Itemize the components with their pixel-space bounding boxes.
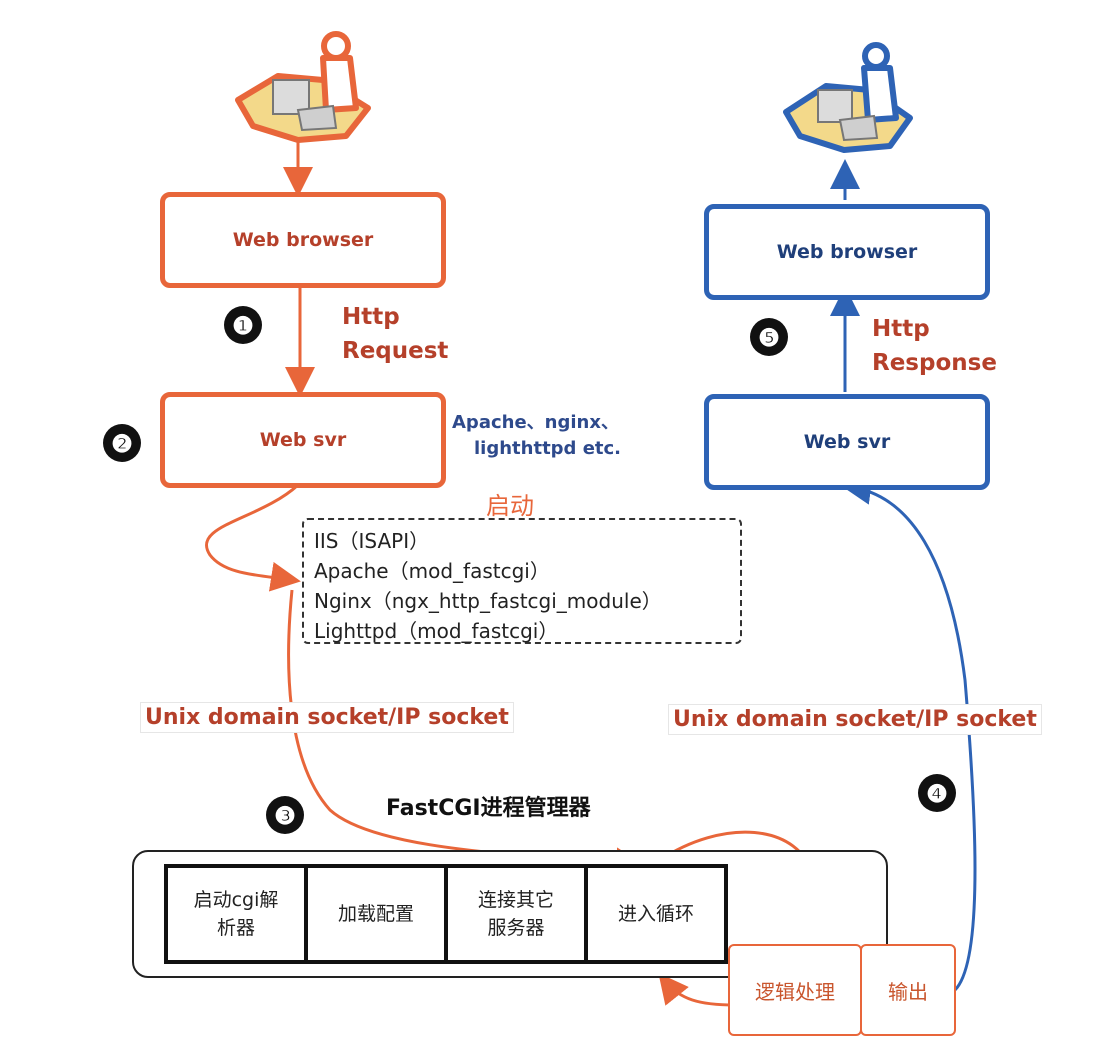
servers-note: Apache、nginx、 lighthttpd etc. — [452, 412, 622, 459]
user-at-computer-icon — [235, 31, 371, 143]
left-socket-label: Unix domain socket/IP socket — [140, 702, 514, 733]
arrow-output-to-server — [841, 474, 977, 992]
right-web-server-label: Web svr — [803, 431, 891, 453]
stage-connect-servers: 连接其它 服务器 — [448, 868, 588, 960]
user-at-computer-icon — [783, 42, 913, 153]
right-web-browser-label: Web browser — [776, 241, 918, 263]
stage-enter-loop: 进入循环 — [617, 903, 694, 925]
right-web-server-box: Web svr — [704, 394, 990, 490]
manager-stages: 启动cgi解 析器 加载配置 连接其它 服务器 进入循环 — [164, 864, 728, 964]
left-web-browser-box: Web browser — [160, 192, 446, 288]
launch-label: 启动 — [486, 492, 534, 520]
arrow-server-to-modules — [205, 483, 301, 592]
left-web-browser-label: Web browser — [232, 229, 374, 251]
arrow-logic-back — [658, 972, 736, 1007]
module-item: IIS（ISAPI） — [314, 529, 430, 553]
output-box: 输出 — [860, 944, 956, 1036]
http-response-label: Http Response — [872, 316, 997, 376]
logic-processing-box: 逻辑处理 — [728, 944, 862, 1036]
manager-title: FastCGI进程管理器 — [386, 796, 591, 821]
step-2-badge: ❷ — [103, 424, 141, 462]
left-web-server-label: Web svr — [259, 429, 347, 451]
module-item: Apache（mod_fastcgi） — [314, 559, 550, 583]
modules-box: IIS（ISAPI） Apache（mod_fastcgi） Nginx（ngx… — [302, 518, 742, 644]
right-web-browser-box: Web browser — [704, 204, 990, 300]
step-5-badge: ❺ — [750, 318, 788, 356]
module-item: Nginx（ngx_http_fastcgi_module） — [314, 589, 662, 613]
http-request-label: Http Request — [342, 304, 449, 364]
step-4-badge: ❹ — [918, 774, 956, 812]
left-web-server-box: Web svr — [160, 392, 446, 488]
stage-start-parser: 启动cgi解 析器 — [168, 868, 308, 960]
step-3-badge: ❸ — [266, 796, 304, 834]
right-socket-label: Unix domain socket/IP socket — [668, 704, 1042, 735]
stage-load-config: 加载配置 — [308, 868, 448, 960]
module-item: Lighttpd（mod_fastcgi） — [314, 619, 559, 643]
step-1-badge: ❶ — [224, 306, 262, 344]
